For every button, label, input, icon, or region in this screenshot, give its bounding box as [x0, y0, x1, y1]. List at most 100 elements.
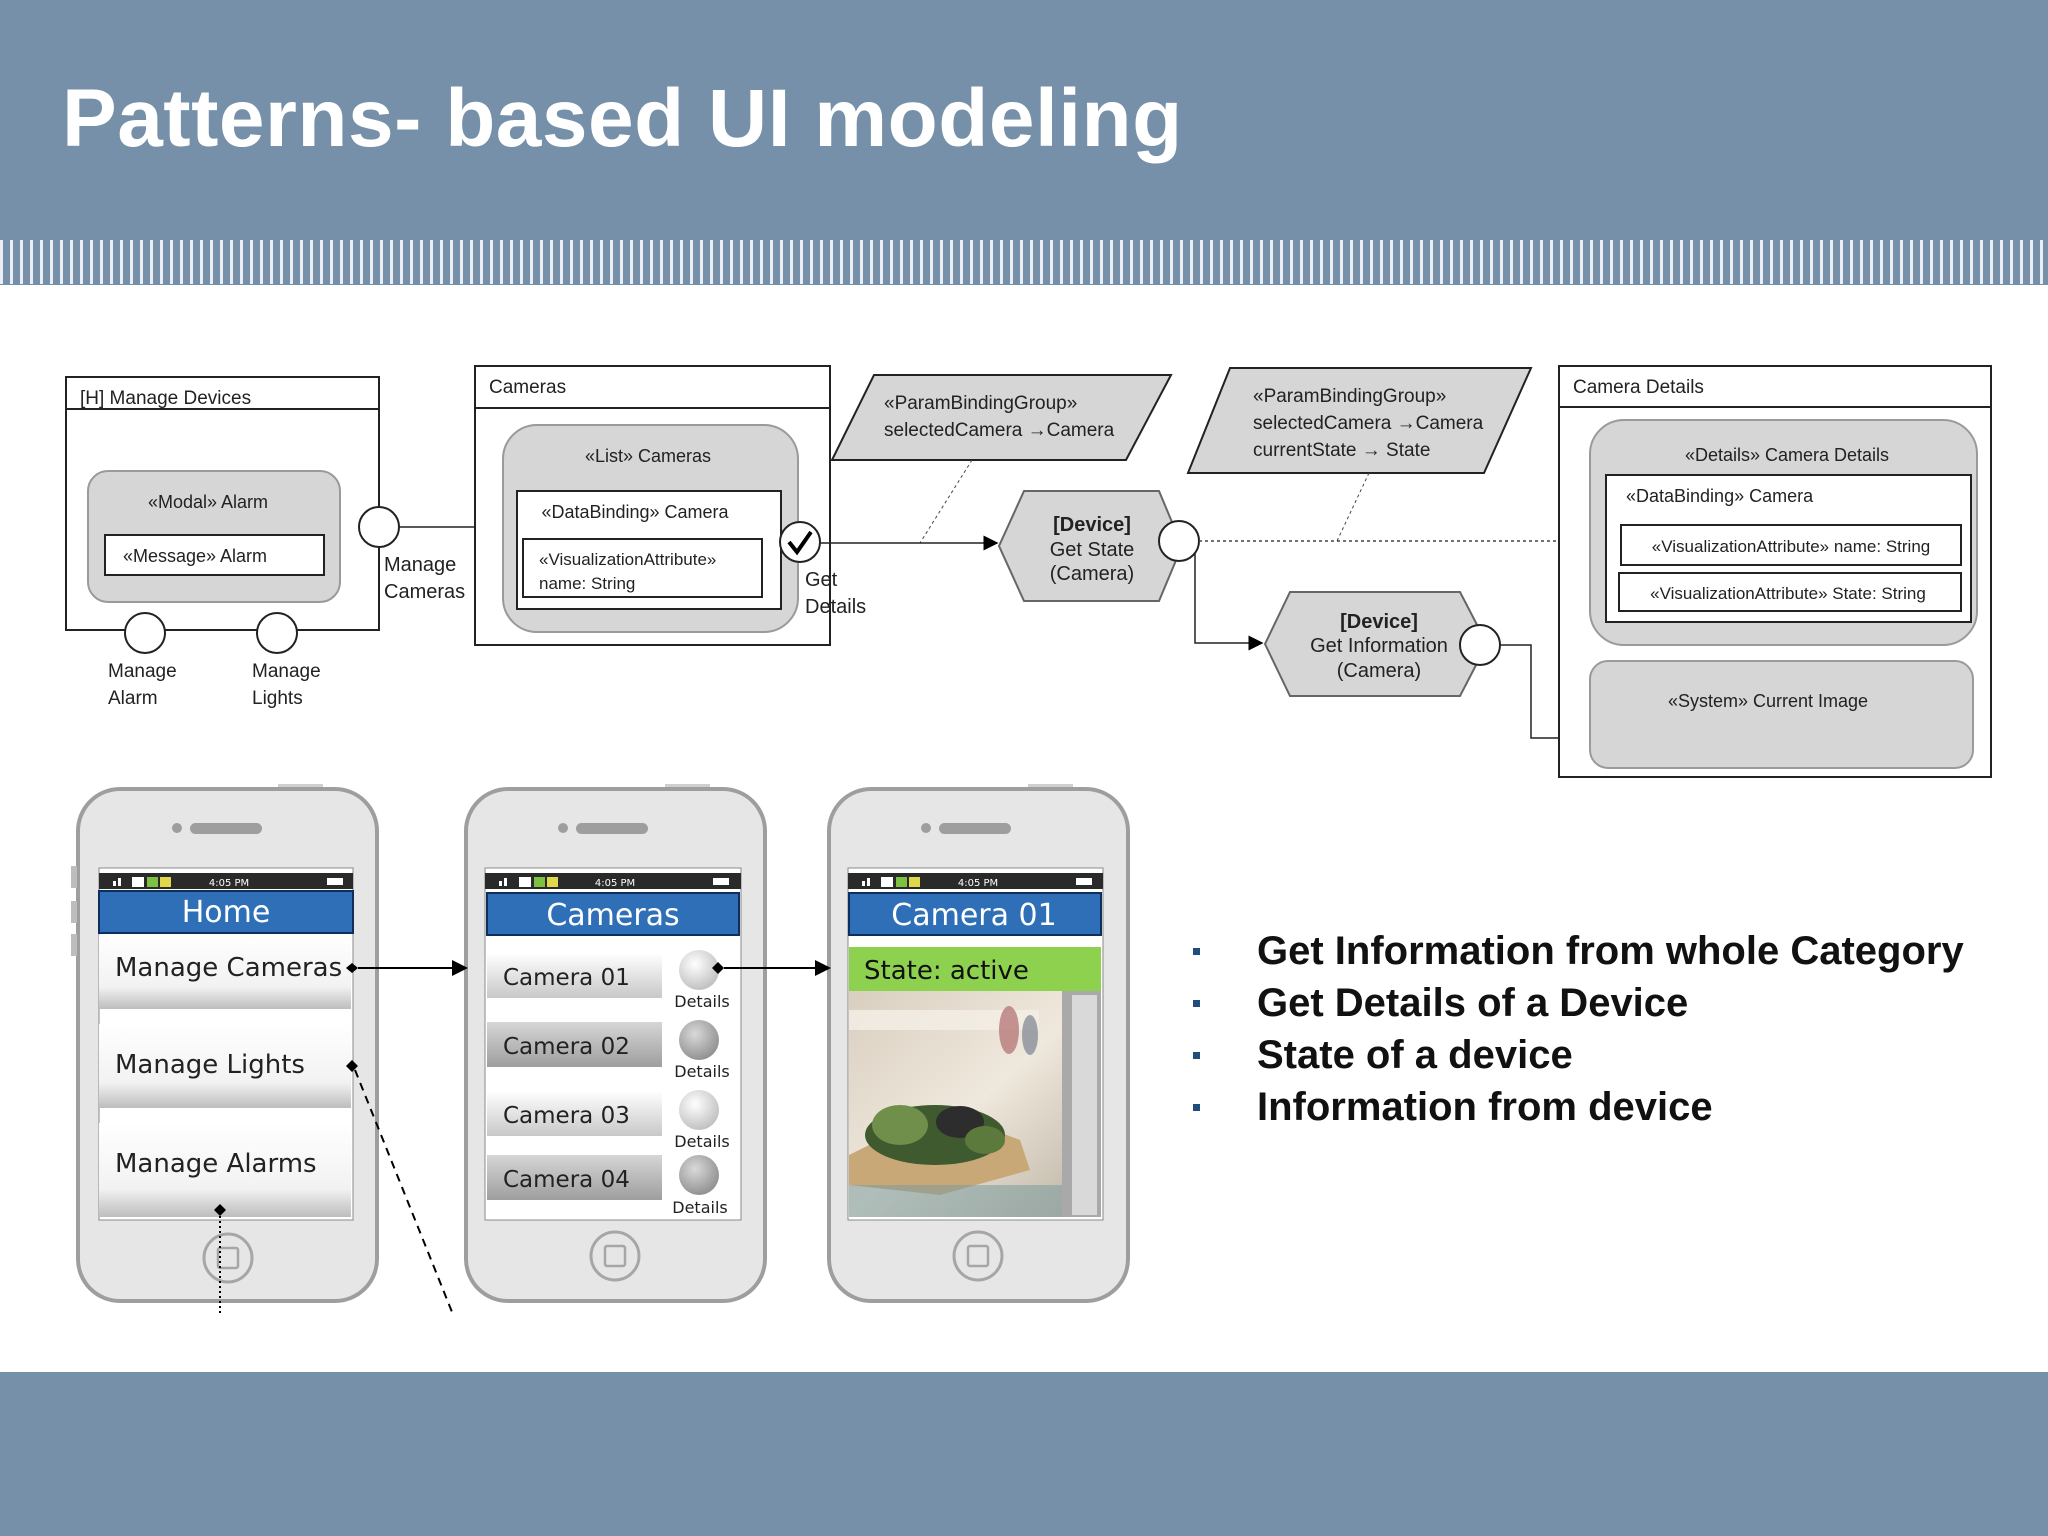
home-button[interactable] [952, 1230, 1004, 1282]
bullet-text: Get Information from whole Category [1257, 929, 1964, 973]
home-item-label-cameras: Manage Cameras [115, 953, 342, 983]
manage-alarm-port-label-2: Alarm [108, 688, 158, 709]
details-databinding-label: «DataBinding» Camera [1626, 486, 1814, 506]
param-group-2-line-2: selectedCamera →Camera [1253, 413, 1484, 434]
manage-cameras-port-label-1: Manage [384, 554, 456, 576]
home-item-manage-alarms[interactable] [99, 1123, 351, 1217]
camera01-header [848, 892, 1102, 936]
status-icons [499, 877, 729, 887]
bullet-square-icon [1193, 948, 1200, 955]
param-group-2-line-3: currentState → State [1253, 440, 1430, 461]
details-camera-label: «Details» Camera Details [1685, 445, 1889, 465]
vis-attr-line-1: «VisualizationAttribute» [539, 550, 716, 569]
camera-image [849, 991, 1101, 1217]
details-label-04: Details [672, 1198, 727, 1217]
manage-devices-container: [H] Manage Devices «Modal» Alarm «Messag… [65, 376, 465, 709]
home-button[interactable] [589, 1230, 641, 1282]
details-label-02: Details [674, 1062, 729, 1081]
bullet-item: Get Details of a Device [1190, 977, 1964, 1029]
camera-details-container: Camera Details «Details» Camera Details … [1558, 365, 1992, 778]
param-group-1-line-2: selectedCamera →Camera [884, 420, 1115, 441]
camera-dot-icon [172, 823, 182, 833]
param-binding-group-2: «ParamBindingGroup» selectedCamera →Came… [1186, 367, 1533, 542]
check-icon [787, 530, 813, 556]
home-title: Home [182, 895, 271, 930]
vis-attr-name-box [522, 538, 763, 598]
message-alarm-label: «Message» Alarm [123, 546, 267, 566]
status-time: 4:05 PM [595, 878, 635, 889]
manage-lights-port-label-1: Manage [252, 661, 321, 682]
slide-title: Patterns- based UI modeling [62, 73, 1183, 164]
get-state-port [1158, 520, 1200, 562]
attr-state-box [1618, 572, 1962, 612]
camera-item-03[interactable] [487, 1091, 662, 1136]
bullet-text: Get Details of a Device [1257, 981, 1689, 1025]
details-label-01: Details [674, 992, 729, 1011]
status-time: 4:05 PM [958, 878, 998, 889]
connector-manage-lights [354, 1069, 453, 1313]
manage-cameras-port-label-2: Cameras [384, 581, 465, 603]
bullet-text: State of a device [1257, 1033, 1573, 1077]
camera-item-label-04: Camera 04 [503, 1167, 630, 1193]
footer-bar [0, 1372, 2048, 1536]
speaker-icon [576, 823, 648, 834]
feature-bullet-list: Get Information from whole Category Get … [1190, 925, 1964, 1133]
details-button-02[interactable] [679, 1020, 719, 1060]
details-label-03: Details [674, 1132, 729, 1151]
connector-state-to-info [1194, 553, 1264, 651]
camera01-title: Camera 01 [891, 898, 1056, 933]
phone-cameras: 4:05 PM Cameras Camera 01 Details Camera… [464, 784, 767, 1303]
vis-attr-line-2: name: String [539, 574, 635, 593]
state-banner [849, 947, 1101, 991]
param-group-1-line-1: «ParamBindingGroup» [884, 393, 1077, 414]
attr-state-label: «VisualizationAttribute» State: String [1650, 584, 1926, 603]
camera-item-02[interactable] [487, 1022, 662, 1067]
phone-home: 4:05 PM Home Manage Cameras Manage Light… [71, 784, 379, 1303]
get-details-label-2: Details [805, 596, 866, 618]
get-details-label-1: Get [805, 569, 838, 591]
get-info-port [1459, 624, 1501, 666]
camera-item-04[interactable] [487, 1155, 662, 1200]
camera-item-label-02: Camera 02 [503, 1034, 630, 1060]
details-button-03[interactable] [679, 1090, 719, 1130]
get-state-title: [Device] [1053, 514, 1131, 536]
bullet-square-icon [1193, 1000, 1200, 1007]
param-group-2-line-1: «ParamBindingGroup» [1253, 386, 1446, 407]
details-button-01[interactable] [679, 950, 719, 990]
device-get-information: [Device] Get Information (Camera) [1263, 591, 1501, 697]
camera-dot-icon [921, 823, 931, 833]
manage-lights-port-label-2: Lights [252, 688, 303, 709]
attr-name-label: «VisualizationAttribute» name: String [1652, 537, 1930, 556]
home-item-label-alarms: Manage Alarms [115, 1149, 317, 1179]
modal-alarm-label: «Modal» Alarm [148, 492, 268, 512]
home-button[interactable] [202, 1232, 254, 1284]
home-item-manage-cameras[interactable] [99, 935, 351, 1009]
cameras-title: Cameras [546, 898, 679, 933]
details-button-04[interactable] [679, 1155, 719, 1195]
bullet-item: Information from device [1190, 1081, 1964, 1133]
manage-alarm-port-label-1: Manage [108, 661, 177, 682]
attr-name-box [1620, 524, 1962, 566]
list-cameras-label: «List» Cameras [585, 446, 711, 466]
home-item-label-lights: Manage Lights [115, 1050, 305, 1080]
cameras-container: Cameras «List» Cameras «DataBinding» Cam… [474, 365, 866, 646]
system-current-image-label: «System» Current Image [1668, 691, 1868, 711]
pattern-diagram: [H] Manage Devices «Modal» Alarm «Messag… [65, 365, 1992, 1316]
bullet-text: Information from device [1257, 1085, 1713, 1129]
system-current-image-box [1589, 660, 1974, 769]
title-bar: Patterns- based UI modeling [0, 0, 2048, 285]
camera-details-title: Camera Details [1573, 377, 1704, 398]
home-item-manage-lights[interactable] [99, 1024, 351, 1108]
get-info-line-1: Get Information [1310, 635, 1448, 657]
status-icons [862, 877, 1092, 887]
camera-item-01[interactable] [487, 953, 662, 998]
get-state-line-2: (Camera) [1050, 563, 1134, 585]
status-icons [113, 877, 343, 887]
camera-item-label-03: Camera 03 [503, 1103, 630, 1129]
home-header [98, 890, 354, 934]
home-button-icon [216, 1246, 240, 1270]
cameras-header [486, 892, 740, 936]
manage-alarm-port [124, 612, 166, 654]
databinding-camera-label: «DataBinding» Camera [541, 502, 729, 522]
manage-devices-title: [H] Manage Devices [80, 388, 251, 409]
